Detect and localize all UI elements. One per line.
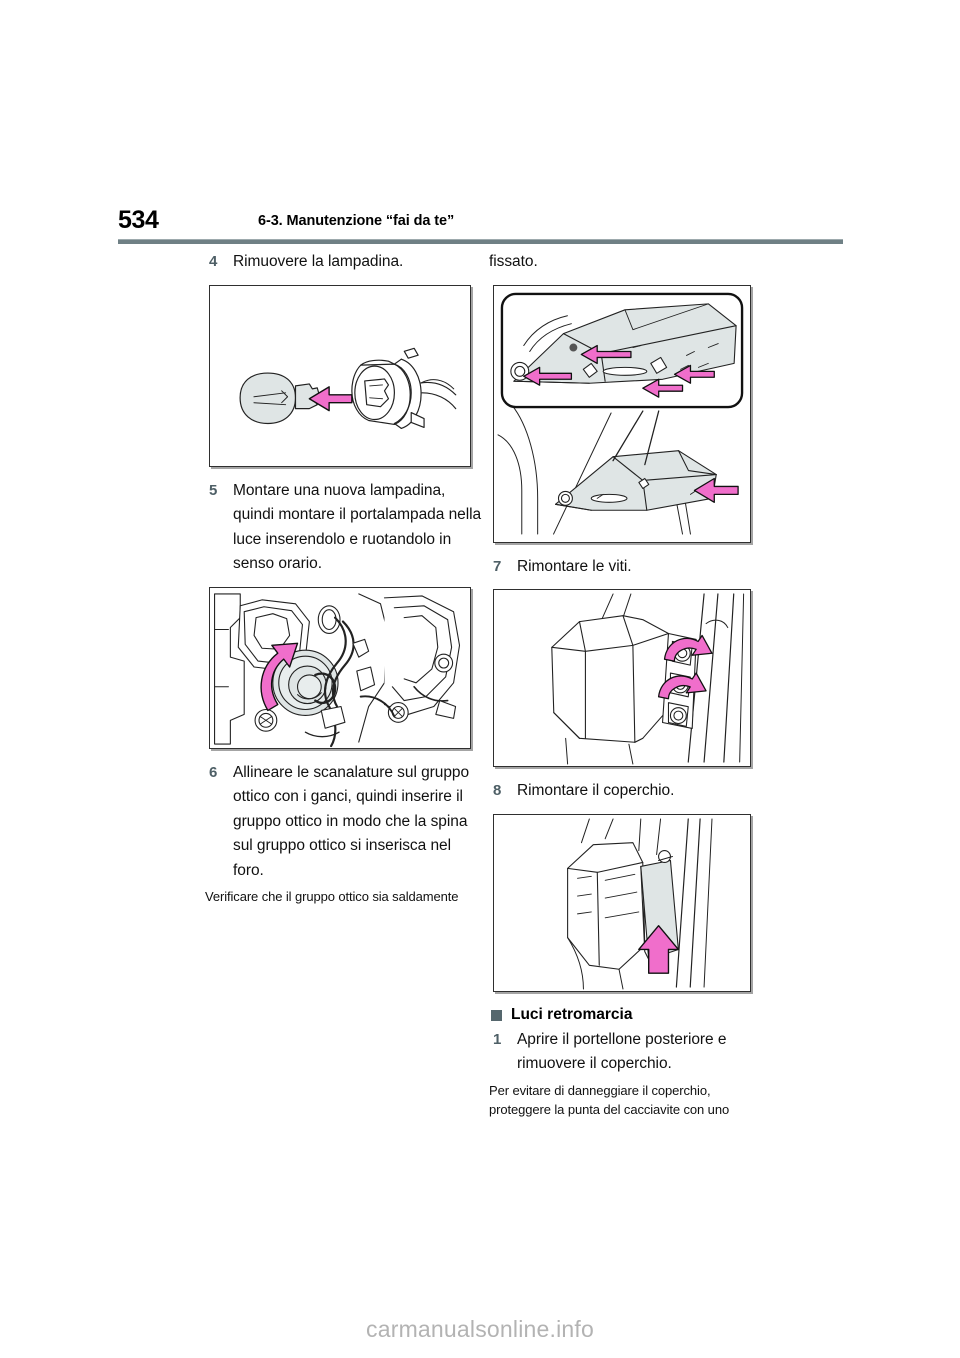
right-column: fissato.: [489, 250, 767, 1119]
step-text: Rimuovere la lampadina.: [233, 253, 404, 270]
step-5: 5 Montare una nuova lampadina, quindi mo…: [205, 479, 483, 577]
step-number: 8: [493, 782, 502, 799]
header-divider: [118, 239, 843, 244]
step-7: 7 Rimontare le viti.: [489, 555, 767, 580]
step-text: Montare una nuova lampadina, quindi mont…: [233, 481, 482, 573]
continued-note: fissato.: [489, 250, 767, 275]
page-header: 534 6-3. Manutenzione “fai da te”: [0, 205, 960, 239]
step-text: Aprire il portellone posteriore e rimuov…: [517, 1030, 727, 1073]
page-number: 534: [118, 206, 159, 234]
step-text: Rimontare le viti.: [517, 557, 632, 575]
step-text: Rimontare il coperchio.: [517, 782, 675, 799]
step-number: 5: [209, 481, 218, 499]
figure-cover-reinstall: [493, 813, 751, 992]
step-4: 4 Rimuovere la lampadina.: [205, 250, 483, 275]
left-column-note: Verificare che il gruppo ottico sia sald…: [205, 889, 459, 904]
subsection-note: Per evitare di danneggiare il coperchio,…: [489, 1082, 730, 1117]
subsection-heading-text: Luci retromarcia: [511, 1005, 633, 1023]
section-title: 6-3. Manutenzione “fai da te”: [258, 213, 455, 229]
square-bullet-icon: [491, 1009, 502, 1021]
left-column: 4 Rimuovere la lampadina.: [205, 250, 483, 906]
step-number: 7: [493, 557, 502, 575]
step-number: 4: [209, 253, 218, 270]
step-number: 1: [493, 1030, 502, 1048]
step-text: Allineare le scanalature sul gruppo otti…: [233, 763, 470, 879]
figure-bulb-and-socket-removal: [209, 284, 471, 467]
figure-screws-reinstall: [493, 589, 751, 767]
figure-socket-rotation-into-lamp: [209, 586, 471, 749]
step-number: 6: [209, 763, 218, 781]
subsection-heading: Luci retromarcia: [489, 1004, 767, 1026]
continued-note-text: fissato.: [489, 253, 538, 270]
site-watermark: carmanualsonline.info: [366, 1316, 594, 1342]
step-6: 6 Allineare le scanalature sul gruppo ot…: [205, 761, 483, 884]
figure-lamp-unit-insertion-detail: [493, 284, 751, 543]
subsection-step-1: 1 Aprire il portellone posteriore e rimu…: [489, 1028, 767, 1077]
step-8: 8 Rimontare il coperchio.: [489, 779, 767, 804]
